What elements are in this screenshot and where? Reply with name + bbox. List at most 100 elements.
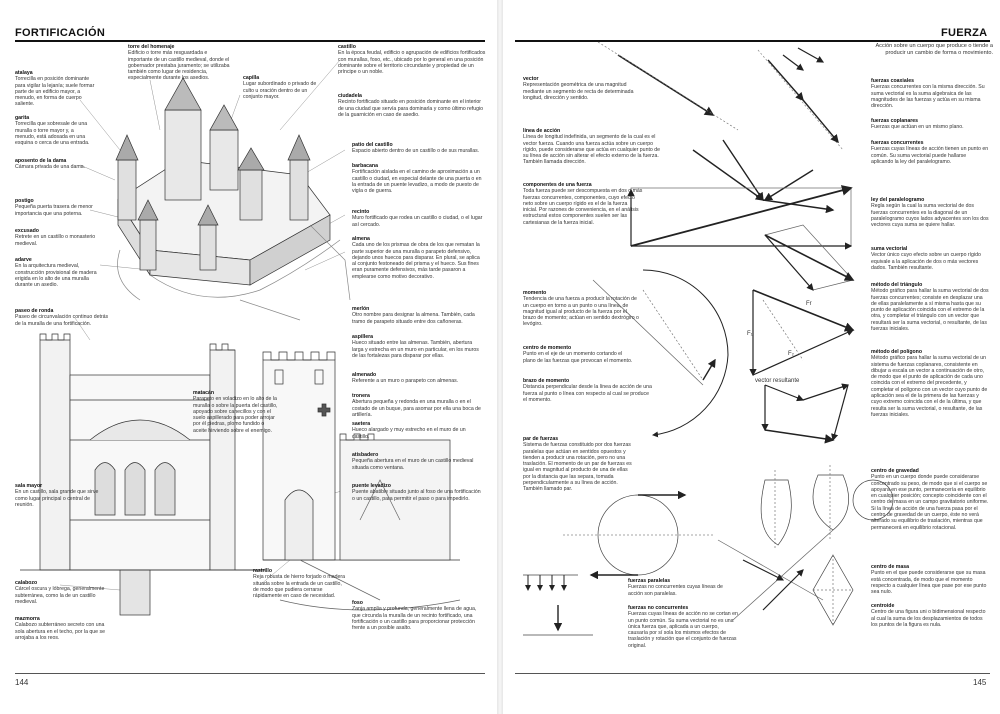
term-definition: Torrecilla en posición dominante para vi… (15, 76, 95, 108)
page-number-left: 144 (15, 678, 29, 687)
term-matacan: matacán Parapeto en voladizo en lo alto … (193, 390, 279, 434)
term-sala-mayor: sala mayor En un castillo, sala grande q… (15, 483, 105, 508)
term-name: capilla (243, 75, 260, 81)
term-atalaya: atalaya Torrecilla en posición dominante… (15, 70, 97, 108)
term-almenado: almenado Referente a un muro o parapeto … (352, 372, 484, 385)
term-definition: Cada uno de los prismas de obra de los q… (352, 242, 480, 280)
term-definition: Fuerzas cuyas líneas de acción no se cor… (628, 611, 738, 649)
intro-definition: Acción sobre un cuerpo que produce o tie… (875, 43, 993, 56)
term-definition: Parapeto en voladizo en lo alto de la mu… (193, 396, 278, 434)
term-name: momento (523, 290, 547, 296)
term-definition: Paseo de circunvalación continuo detrás … (15, 314, 109, 327)
term-momento: momento Tendencia de una fuerza a produc… (523, 290, 641, 328)
term-definition: Tendencia de una fuerza a producir la ro… (523, 296, 639, 328)
term-definition: Punto en el eje de un momento cortando e… (523, 351, 633, 364)
term-linea-de-accion: línea de acción Línea de longitud indefi… (523, 128, 663, 166)
term-name: almenado (352, 372, 377, 378)
term-definition: En un castillo, sala grande que sirve co… (15, 489, 99, 508)
term-aposento-de-la-dama: aposento de la dama Cámara privada de un… (15, 158, 105, 171)
term-name: saetera (352, 421, 371, 427)
term-name: brazo de momento (523, 378, 570, 384)
term-name: método del polígono (871, 349, 923, 355)
term-name: fuerzas concurrentes (871, 140, 924, 146)
page-title-right: FUERZA (941, 27, 988, 39)
term-definition: Vector único cuyo efecto sobre un cuerpo… (871, 252, 981, 271)
term-fuerzas-coplanares: fuerzas coplanares Fuerzas que actúan en… (871, 118, 989, 131)
vector-resultante-label: vector resultante (755, 378, 800, 384)
book-gutter (497, 0, 503, 714)
term-ley-del-paralelogramo: ley del paralelogramo Regla según la cua… (871, 197, 989, 228)
term-definition: Representación geométrica de una magnitu… (523, 82, 634, 101)
force-diagrams: vector resultante F₁ F₂ Fr (523, 41, 894, 636)
term-definition: Hueco situado entre las almenas. También… (352, 340, 479, 359)
term-name: excusado (15, 228, 39, 234)
coaxial-forces (757, 47, 844, 151)
term-definition: Lugar subordinado o privado de culto u o… (243, 81, 317, 100)
term-definition: Centro de una figura uni o bidimensional… (871, 609, 986, 628)
term-name: calabozo (15, 580, 38, 586)
term-barbacana: barbacana Fortificación aislada en el ca… (352, 163, 484, 194)
term-definition: Punto en un cuerpo donde puede considera… (871, 474, 989, 531)
term-definition: Espacio abierto dentro de un castillo o … (352, 148, 480, 155)
term-postigo: postigo Pequeña puerta trasera de menor … (15, 198, 105, 217)
term-name: matacán (193, 390, 215, 396)
term-definition: Toda fuerza puede ser descompuesta en do… (523, 188, 643, 226)
term-definition: Línea de longitud indefinida, un segment… (523, 134, 660, 166)
term-ciudadela: ciudadela Recinto fortificado situado en… (338, 93, 488, 118)
term-definition: Cárcel oscura y lóbrega, generalmente su… (15, 586, 105, 605)
vector-diagram (597, 41, 739, 131)
term-definition: Retrete en un castillo o monasterio medi… (15, 234, 96, 247)
term-atisbadero: atisbadero Pequeña abertura en el muro d… (352, 452, 484, 471)
term-name: rastrillo (253, 568, 273, 574)
term-definition: Abertura pequeña y redonda en una murall… (352, 399, 481, 418)
term-name: torre del homenaje (128, 44, 175, 50)
term-name: castillo (338, 44, 356, 50)
term-name: fuerzas no concurrentes (628, 605, 689, 611)
term-merlon: merlón Otro nombre para designar la alme… (352, 306, 484, 325)
term-name: sala mayor (15, 483, 43, 489)
term-mazmorra: mazmorra Calabozo subterráneo secreto co… (15, 616, 110, 641)
term-name: patio del castillo (352, 142, 393, 148)
term-name: aspillera (352, 334, 374, 340)
term-tronera: tronera Abertura pequeña y redonda en un… (352, 393, 484, 418)
term-name: suma vectorial (871, 246, 908, 252)
term-name: centro de momento (523, 345, 572, 351)
term-castillo: castillo En la época feudal, edificio o … (338, 44, 488, 75)
term-recinto: recinto Muro fortificado que rodea un ca… (352, 209, 484, 228)
page-number-right: 145 (973, 678, 987, 687)
term-name: adarve (15, 257, 32, 263)
term-rastrillo: rastrillo Reja robusta de hierro forjado… (253, 568, 348, 599)
term-brazo-de-momento: brazo de momento Distancia perpendicular… (523, 378, 653, 403)
term-name: foso (352, 600, 363, 606)
term-definition: Hueco alargado y muy estrecho en el muro… (352, 427, 466, 440)
term-excusado: excusado Retrete en un castillo o monast… (15, 228, 105, 247)
footer-rule-left (15, 673, 485, 674)
components-diagram (627, 185, 853, 250)
term-name: fuerzas coplanares (871, 118, 918, 124)
term-name: garita (15, 115, 30, 121)
term-fuerzas-paralelas: fuerzas paralelas Fuerzas no concurrente… (628, 578, 728, 597)
term-name: paseo de ronda (15, 308, 54, 314)
term-paseo-de-ronda: paseo de ronda Paseo de circunvalación c… (15, 308, 110, 327)
polygon-method-diagram (761, 383, 850, 444)
term-centro-de-masa: centro de masa Punto en el que puede con… (871, 564, 989, 595)
term-definition: Fortificación aislada en el camino de ap… (352, 169, 482, 195)
term-centroide: centroide Centro de una figura uni o bid… (871, 603, 989, 628)
term-suma-vectorial: suma vectorial Vector único cuyo efecto … (871, 246, 989, 271)
term-centro-de-momento: centro de momento Punto en el eje de un … (523, 345, 635, 364)
term-fuerzas-concurrentes: fuerzas concurrentes Fuerzas cuyas línea… (871, 140, 989, 165)
term-definition: Pequeña puerta trasera de menor importan… (15, 204, 93, 217)
term-metodo-del-triangulo: método del triángulo Método gráfico para… (871, 282, 989, 332)
term-almena: almena Cada uno de los prismas de obra d… (352, 236, 484, 280)
term-par-de-fuerzas: par de fuerzas Sistema de fuerzas consti… (523, 436, 635, 493)
f1-label: F₁ (747, 331, 753, 337)
term-definition: Otro nombre para designar la almena. Tam… (352, 312, 475, 325)
term-definition: Pequeña abertura en el muro de un castil… (352, 458, 474, 471)
term-name: atalaya (15, 70, 33, 76)
term-name: par de fuerzas (523, 436, 559, 442)
f2-label: F₂ (788, 351, 795, 357)
term-foso: foso Zanja amplia y profunda, generalmen… (352, 600, 484, 631)
term-definition: Fuerzas cuyas líneas de acción tienen un… (871, 146, 989, 165)
term-name: centro de gravedad (871, 468, 919, 474)
term-vector: vector Representación geométrica de una … (523, 76, 635, 101)
